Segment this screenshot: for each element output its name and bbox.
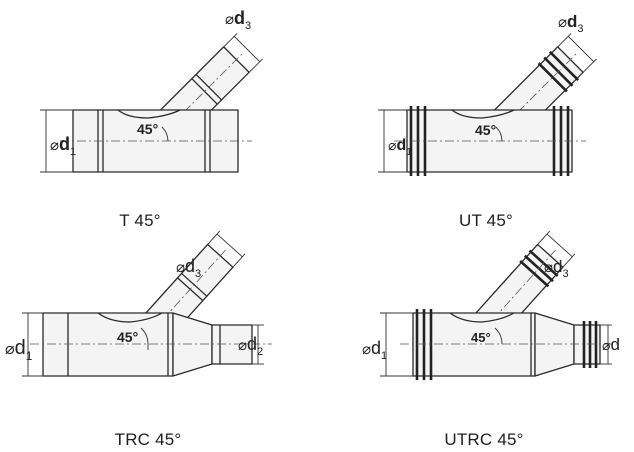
angle-label: 45°: [137, 121, 158, 137]
fitting-trc45-drawing: ⌀d1 ⌀d2 45° ⌀d3: [0, 230, 300, 420]
angle-label: 45°: [471, 330, 491, 345]
caption-t45: T 45°: [119, 211, 161, 230]
reducer-cone: [172, 312, 213, 377]
main-pipe: [412, 312, 536, 377]
d2-label: ⌀d: [602, 335, 620, 354]
fitting-utrc45-drawing: ⌀d1 ⌀d 45° ⌀d3: [330, 230, 634, 420]
d3-label: ⌀d3: [225, 8, 251, 32]
outlet-pipe: [211, 324, 253, 365]
d3-label: ⌀d3: [558, 12, 584, 35]
fitting-ut45-drawing: ⌀d1 45° ⌀d3: [334, 0, 634, 195]
main-pipe: [42, 312, 174, 377]
d3-label: ⌀d3: [176, 256, 201, 280]
angle-label: 45°: [117, 329, 138, 345]
caption-trc45: TRC 45°: [114, 430, 182, 449]
d1-label: ⌀d1: [362, 338, 387, 362]
d2-label: ⌀d2: [238, 334, 263, 358]
d1-label: ⌀d1: [50, 134, 76, 158]
caption-ut45: UT 45°: [459, 211, 513, 230]
reducer-cone: [534, 312, 575, 377]
d1-label: ⌀d1: [5, 337, 33, 363]
angle-label: 45°: [475, 122, 496, 138]
caption-utrc45: UTRC 45°: [444, 430, 524, 449]
d1-label: ⌀d1: [388, 137, 412, 158]
fitting-t45-drawing: ⌀d1 45° ⌀d3: [0, 0, 300, 195]
d3-label: ⌀d3: [544, 257, 569, 280]
